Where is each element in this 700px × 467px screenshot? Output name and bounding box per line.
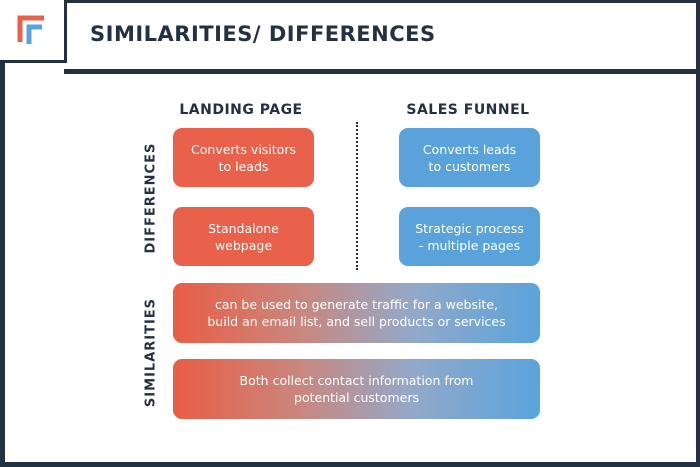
logo-box <box>0 0 67 63</box>
row-label-differences: DIFFERENCES <box>143 142 159 254</box>
corner-bracket-logo-icon <box>17 15 44 44</box>
box-text: Converts visitors to leads <box>191 141 296 174</box>
box-text: Both collect contact information from po… <box>239 373 474 405</box>
landing-page-difference-box: Converts visitors to leads <box>173 128 314 187</box>
box-text: Standalone webpage <box>208 220 279 253</box>
sales-funnel-difference-box: Converts leads to customers <box>399 128 540 187</box>
frame-bottom-border <box>0 462 700 467</box>
similarity-box: Both collect contact information from po… <box>173 359 540 419</box>
similarity-box: can be used to generate traffic for a we… <box>173 283 540 343</box>
box-text: Strategic process - multiple pages <box>415 220 524 253</box>
frame-left-border <box>0 0 5 467</box>
box-text: can be used to generate traffic for a we… <box>207 297 506 329</box>
column-header-sales-funnel: SALES FUNNEL <box>406 102 530 118</box>
header-underline <box>64 69 696 74</box>
landing-page-difference-box: Standalone webpage <box>173 207 314 266</box>
frame-top-border <box>0 0 700 3</box>
box-text: Converts leads to customers <box>422 141 517 174</box>
column-header-landing-page: LANDING PAGE <box>179 102 303 118</box>
page-title: SIMILARITIES/ DIFFERENCES <box>90 22 436 46</box>
sales-funnel-difference-box: Strategic process - multiple pages <box>399 207 540 266</box>
frame-right-border <box>696 0 700 467</box>
column-divider <box>356 122 358 270</box>
row-label-similarities: SIMILARITIES <box>143 297 159 408</box>
